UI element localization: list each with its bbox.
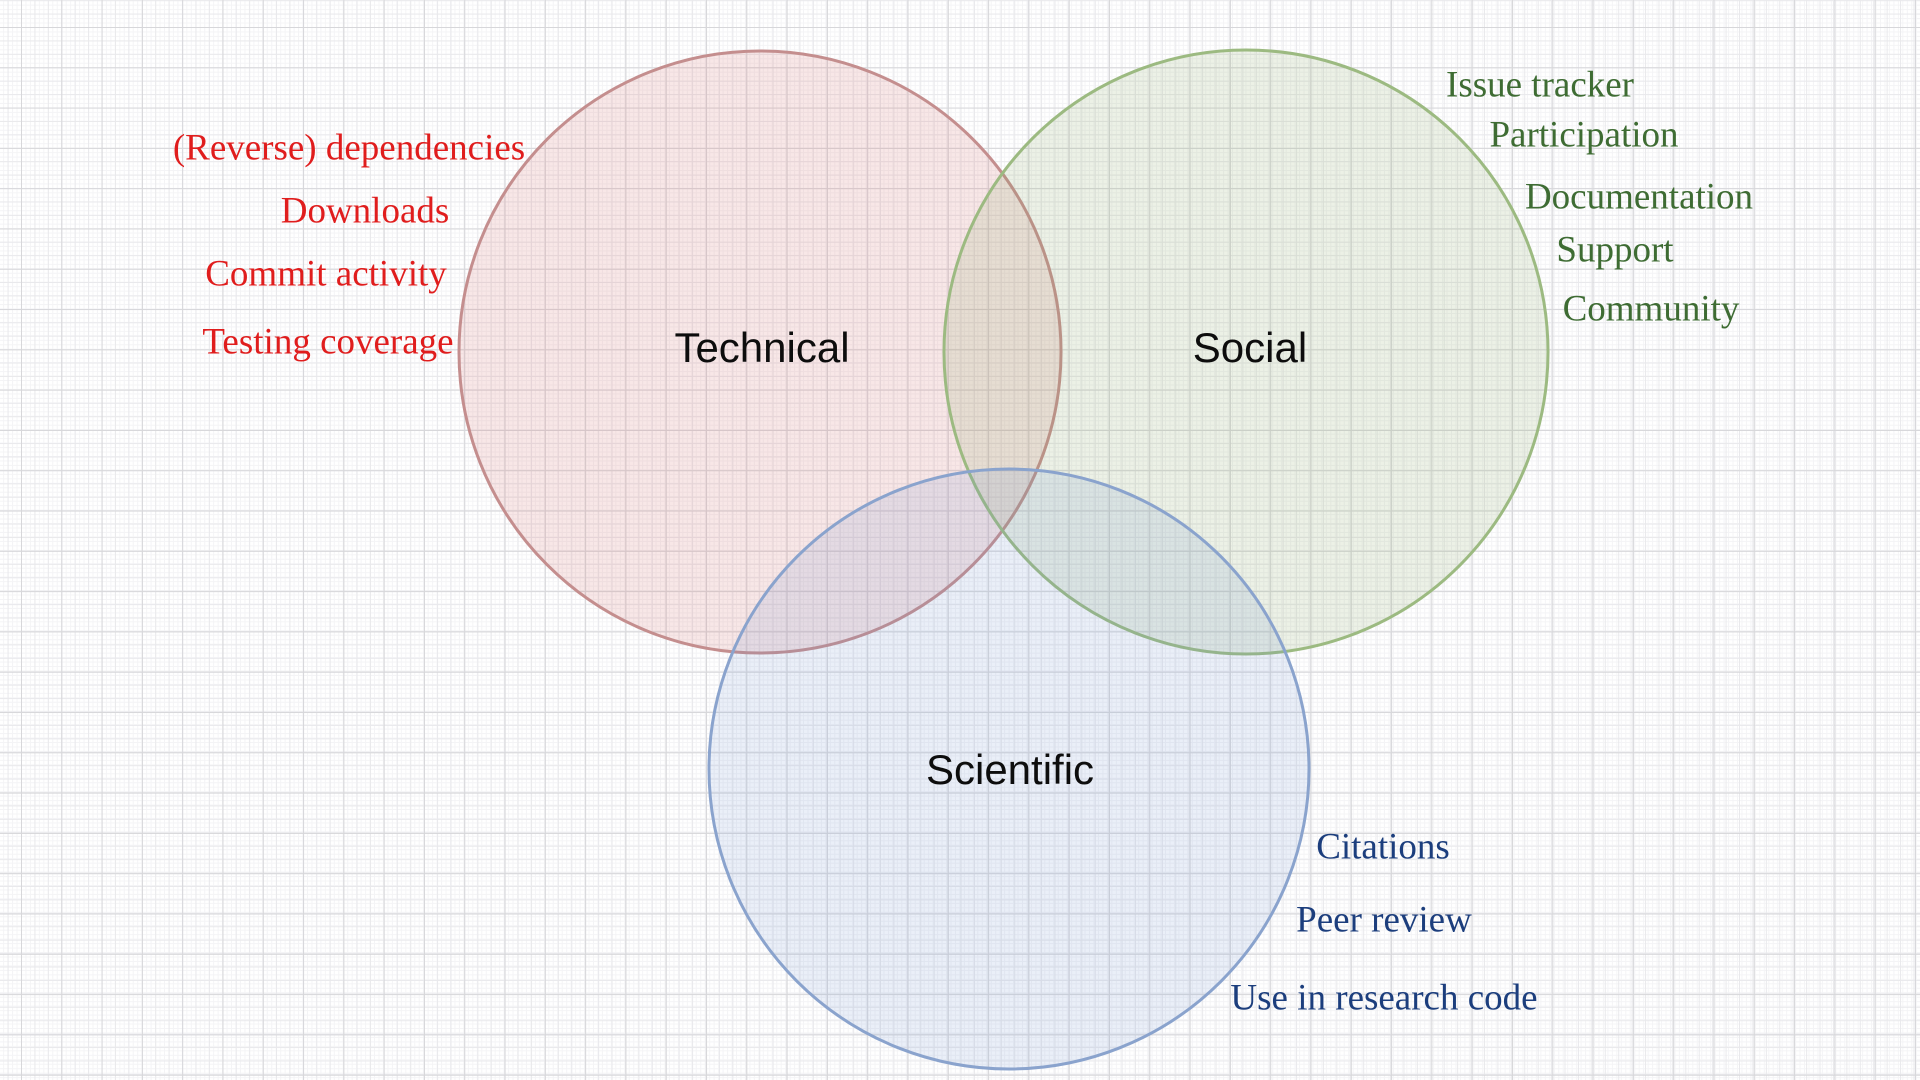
scientific-circle bbox=[707, 467, 1311, 1071]
social-circle-label: Social bbox=[1192, 324, 1308, 371]
social-item-issue-tracker: Issue tracker bbox=[1446, 64, 1634, 106]
scientific-circle-label: Scientific bbox=[925, 746, 1095, 793]
technical-circle bbox=[457, 49, 1063, 655]
social-item-documentation: Documentation bbox=[1524, 176, 1754, 218]
technical-circle-label: Technical bbox=[674, 324, 850, 371]
scientific-item-citations: Citations bbox=[1316, 826, 1450, 868]
scientific-item-peer-review: Peer review bbox=[1296, 899, 1472, 941]
social-item-support: Support bbox=[1556, 229, 1674, 271]
technical-item-reverse-dependencies: (Reverse) dependencies bbox=[172, 127, 526, 169]
social-item-participation: Participation bbox=[1489, 114, 1679, 156]
technical-item-commit-activity: Commit activity bbox=[205, 253, 447, 295]
social-circle bbox=[942, 48, 1550, 656]
scientific-item-use-in-research-code: Use in research code bbox=[1230, 977, 1538, 1019]
technical-item-testing-coverage: Testing coverage bbox=[202, 321, 454, 363]
technical-item-downloads: Downloads bbox=[280, 190, 450, 232]
social-item-community: Community bbox=[1562, 288, 1740, 330]
